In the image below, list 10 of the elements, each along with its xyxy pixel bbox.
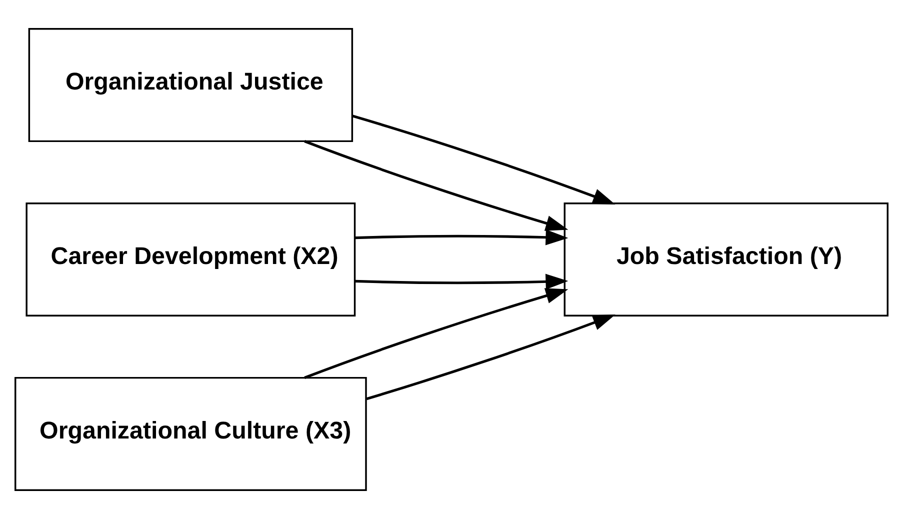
arrow [366,314,616,400]
arrow [352,114,616,204]
arrow [354,273,568,290]
node-box: Organizational Culture (X3) [14,376,367,490]
node-box: Career Development (X2) [26,202,356,316]
arrow [304,288,568,378]
arrow [354,228,568,245]
node-box: Organizational Justice [28,28,354,142]
node-box: Job Satisfaction (Y) [564,202,888,316]
arrow [304,140,568,230]
